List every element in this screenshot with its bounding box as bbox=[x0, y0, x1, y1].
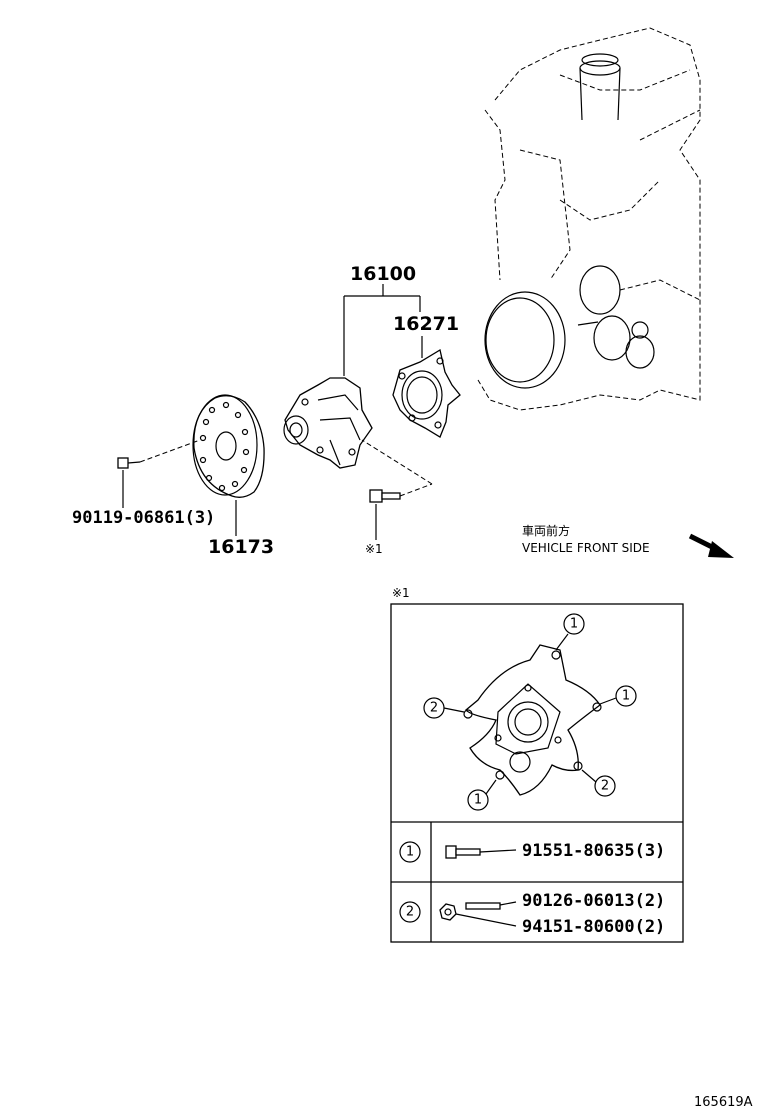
legend-part-90126: 90126-06013(2) bbox=[522, 891, 665, 911]
bolt-icon bbox=[445, 845, 481, 859]
pulley-bolt-part bbox=[117, 439, 201, 469]
pump-bolt-part bbox=[361, 439, 433, 503]
legend-row-1: 1 91551-80635(3) bbox=[399, 841, 665, 863]
inset-callout-1-right: 1 bbox=[615, 685, 637, 707]
water-pump-part bbox=[283, 377, 373, 469]
legend-part-91551: 91551-80635(3) bbox=[522, 841, 665, 861]
label-ref-mark: ※1 bbox=[365, 542, 383, 556]
label-pulley: 16173 bbox=[208, 536, 274, 558]
label-pulley-bolt: 90119-06861(3) bbox=[72, 508, 215, 528]
label-gasket: 16271 bbox=[393, 313, 459, 335]
inset-box bbox=[390, 603, 684, 943]
svg-text:1: 1 bbox=[622, 689, 630, 704]
diagram-id: 165619A bbox=[694, 1095, 753, 1110]
vehicle-front-jp-label: 車両前方 bbox=[522, 523, 570, 538]
inset-pump-drawing bbox=[443, 633, 617, 796]
nut-icon bbox=[439, 903, 457, 921]
svg-text:1: 1 bbox=[570, 617, 578, 632]
legend-key-2: 2 bbox=[406, 905, 414, 920]
engine-block-outline bbox=[477, 27, 701, 411]
front-arrow-icon bbox=[688, 533, 734, 558]
svg-text:1: 1 bbox=[474, 793, 482, 808]
inset-callout-2-right: 2 bbox=[594, 775, 616, 797]
vehicle-front-en-label: VEHICLE FRONT SIDE bbox=[522, 541, 650, 555]
gasket-part bbox=[392, 348, 461, 438]
legend-row-2: 2 90126-06013(2) 94151-80600(2) bbox=[399, 891, 665, 937]
leader-lines bbox=[122, 284, 423, 540]
svg-text:2: 2 bbox=[430, 701, 438, 716]
label-water-pump-assy: 16100 bbox=[350, 263, 416, 285]
stud-bolt-icon bbox=[465, 902, 501, 910]
inset-callout-2-left: 2 bbox=[423, 697, 445, 719]
pulley-part bbox=[192, 394, 265, 498]
legend-key-1: 1 bbox=[406, 845, 414, 860]
inset-callout-1-top: 1 bbox=[563, 613, 585, 635]
inset-ref-mark: ※1 bbox=[392, 586, 410, 600]
legend-part-94151: 94151-80600(2) bbox=[522, 917, 665, 937]
inset-callout-1-bottom: 1 bbox=[467, 789, 489, 811]
svg-text:2: 2 bbox=[601, 779, 609, 794]
